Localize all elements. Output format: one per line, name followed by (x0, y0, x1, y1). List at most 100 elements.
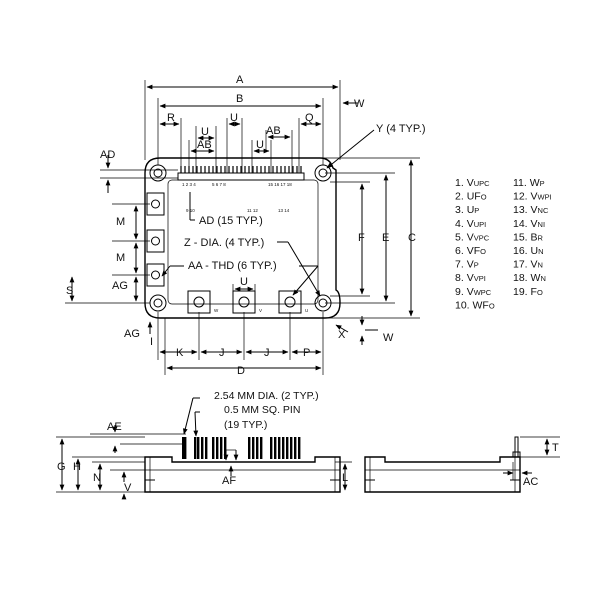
pin-assignment-item: 1. VUPC (455, 177, 490, 189)
dim-n-label: N (93, 472, 101, 484)
signal-pin-side (248, 437, 251, 459)
dim-x-label: X (338, 329, 346, 341)
signal-pin-side (205, 437, 208, 459)
signal-pin-side (256, 437, 259, 459)
pin-number-marks-right: 15 16 17 18 (268, 182, 292, 187)
signal-pin-side (224, 437, 227, 459)
pin-number-marks-mid: 5 6 7 8 (212, 182, 226, 187)
signal-pin-side (201, 437, 204, 459)
terminal-w: W (187, 290, 219, 314)
dim-ab-right-label: AB (266, 125, 281, 137)
dim-ad-label: AD (100, 149, 115, 161)
dim-w-top-label: W (354, 98, 365, 110)
signal-pin-side (278, 437, 281, 459)
dim-ae-label: AE (107, 421, 122, 433)
dim-a-label: A (236, 74, 244, 86)
dim-k-label: K (176, 347, 184, 359)
pin-assignment-item: 13. VNC (513, 204, 549, 216)
dim-u-top2-label: U (230, 112, 238, 124)
pin-assignment-item: 10. WFO (455, 299, 495, 311)
dim-d-label: D (237, 365, 245, 377)
signal-pin-side (184, 437, 187, 459)
dim-l-label: L (342, 472, 348, 484)
dim-b-label: B (236, 93, 243, 105)
pin-assignment-item: 3. UP (455, 204, 479, 216)
signal-pin-side (286, 437, 289, 459)
dim-h-label: H (73, 461, 81, 473)
signal-pin-side (197, 437, 200, 459)
mounting-hole-bottom-left (149, 294, 167, 312)
dim-u-mid-label: U (256, 139, 264, 151)
pin-assignment-item: 15. BR (513, 231, 544, 243)
dim-g-label: G (57, 461, 66, 473)
pin-assignment-item: 4. VUPI (455, 218, 486, 230)
dim-ab-left-label: AB (197, 139, 212, 151)
pin-assignment-item: 17. VN (513, 259, 543, 271)
dim-u-lower-label: U (240, 276, 248, 288)
pin-assignment-item: 9. VWPC (455, 286, 492, 298)
dim-s-label: S (66, 285, 73, 297)
terminal-w-label: W (214, 308, 219, 313)
pin-assignment-item: 6. VFO (455, 245, 486, 257)
right-side-view: T AC (364, 436, 560, 493)
dim-w-bottom-label: W (383, 332, 394, 344)
pin-assignment-item: 14. VNI (513, 218, 545, 230)
pin-number-marks-low1: 9 10 (186, 208, 195, 213)
callout-y-holes: Y (4 TYP.) (376, 123, 426, 135)
dim-v-label: V (124, 482, 132, 494)
mounting-hole-top-left (149, 164, 167, 182)
dim-p-label: P (303, 347, 310, 359)
dim-ag-lower-label: AG (124, 328, 140, 340)
signal-pin-side (182, 437, 185, 459)
terminal-u-label: U (305, 308, 308, 313)
terminal-v-label: V (259, 308, 262, 313)
dim-m-upper-label: M (116, 216, 125, 228)
callout-sq-pin-2: (19 TYP.) (224, 419, 267, 431)
pin-assignment-item: 5. VVPC (455, 231, 490, 243)
signal-pin-side (270, 437, 273, 459)
signal-pin-side (220, 437, 223, 459)
dim-f-label: F (358, 232, 365, 244)
front-view-body (144, 456, 341, 493)
callout-z-dia: Z - DIA. (4 TYP.) (184, 237, 264, 249)
pin-number-marks-low2: 11 12 (247, 208, 258, 213)
callout-254mm-dia: 2.54 MM DIA. (2 TYP.) (214, 390, 319, 402)
signal-pin-side (282, 437, 285, 459)
pin-assignment-item: 2. UFO (455, 191, 487, 203)
dim-ac-label: AC (523, 476, 538, 488)
signal-pin-side (216, 437, 219, 459)
pin-assignment-item: 7. VP (455, 259, 479, 271)
terminal-v: V (232, 290, 262, 314)
pin-number-marks-top: 1 2 3 4 (182, 182, 196, 187)
dim-c-label: C (408, 232, 416, 244)
pin-number-marks-low3: 13 14 (278, 208, 290, 213)
dim-af-label: AF (222, 475, 236, 487)
pin-assignment-item: 11. WP (513, 177, 545, 189)
right-view-body (364, 456, 521, 493)
pin-assignment-item: 16. UN (513, 245, 544, 257)
dim-ag-left-label: AG (112, 280, 128, 292)
callout-ad-pins: AD (15 TYP.) (199, 215, 263, 227)
signal-pin-row (177, 166, 305, 181)
dim-i-label: I (150, 336, 153, 348)
callout-sq-pin-1: 0.5 MM SQ. PIN (224, 404, 300, 416)
dim-m-lower-label: M (116, 252, 125, 264)
dim-r-label: R (167, 112, 175, 124)
callout-aa-thd: AA - THD (6 TYP.) (188, 260, 277, 272)
signal-pin-side (252, 437, 255, 459)
signal-pin-side (290, 437, 293, 459)
pin-assignment-item: 19. FO (513, 286, 543, 298)
front-side-view: 2.54 MM DIA. (2 TYP.) 0.5 MM SQ. PIN (19… (56, 390, 352, 500)
signal-pin-side (298, 437, 301, 459)
dim-q-label: Q (305, 112, 314, 124)
dim-u-top1-label: U (201, 126, 209, 138)
signal-pin-side (294, 437, 297, 459)
signal-pin-side (212, 437, 215, 459)
top-view: W V U 1 2 3 4 5 6 7 8 15 16 17 18 9 10 1… (65, 74, 426, 377)
dim-j2-label: J (264, 347, 270, 359)
pin-assignment-item: 8. VVPI (455, 272, 486, 284)
signal-pin-side (260, 437, 263, 459)
signal-pin-side (194, 437, 197, 459)
